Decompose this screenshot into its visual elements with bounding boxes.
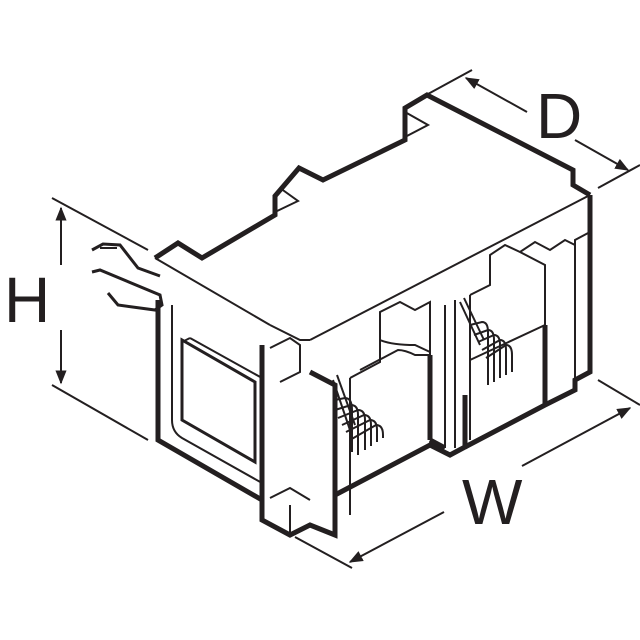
depth-dimension	[427, 69, 640, 189]
front-face	[308, 195, 593, 535]
top-face	[153, 92, 592, 341]
left-face	[155, 300, 338, 539]
depth-label: D	[536, 80, 583, 152]
width-label: W	[462, 466, 523, 538]
height-label: H	[4, 264, 51, 336]
port-2-contacts	[459, 297, 513, 385]
height-dimension	[51, 197, 149, 441]
width-dimension	[294, 379, 640, 569]
latch	[91, 242, 164, 312]
port-1-contacts	[332, 374, 384, 455]
